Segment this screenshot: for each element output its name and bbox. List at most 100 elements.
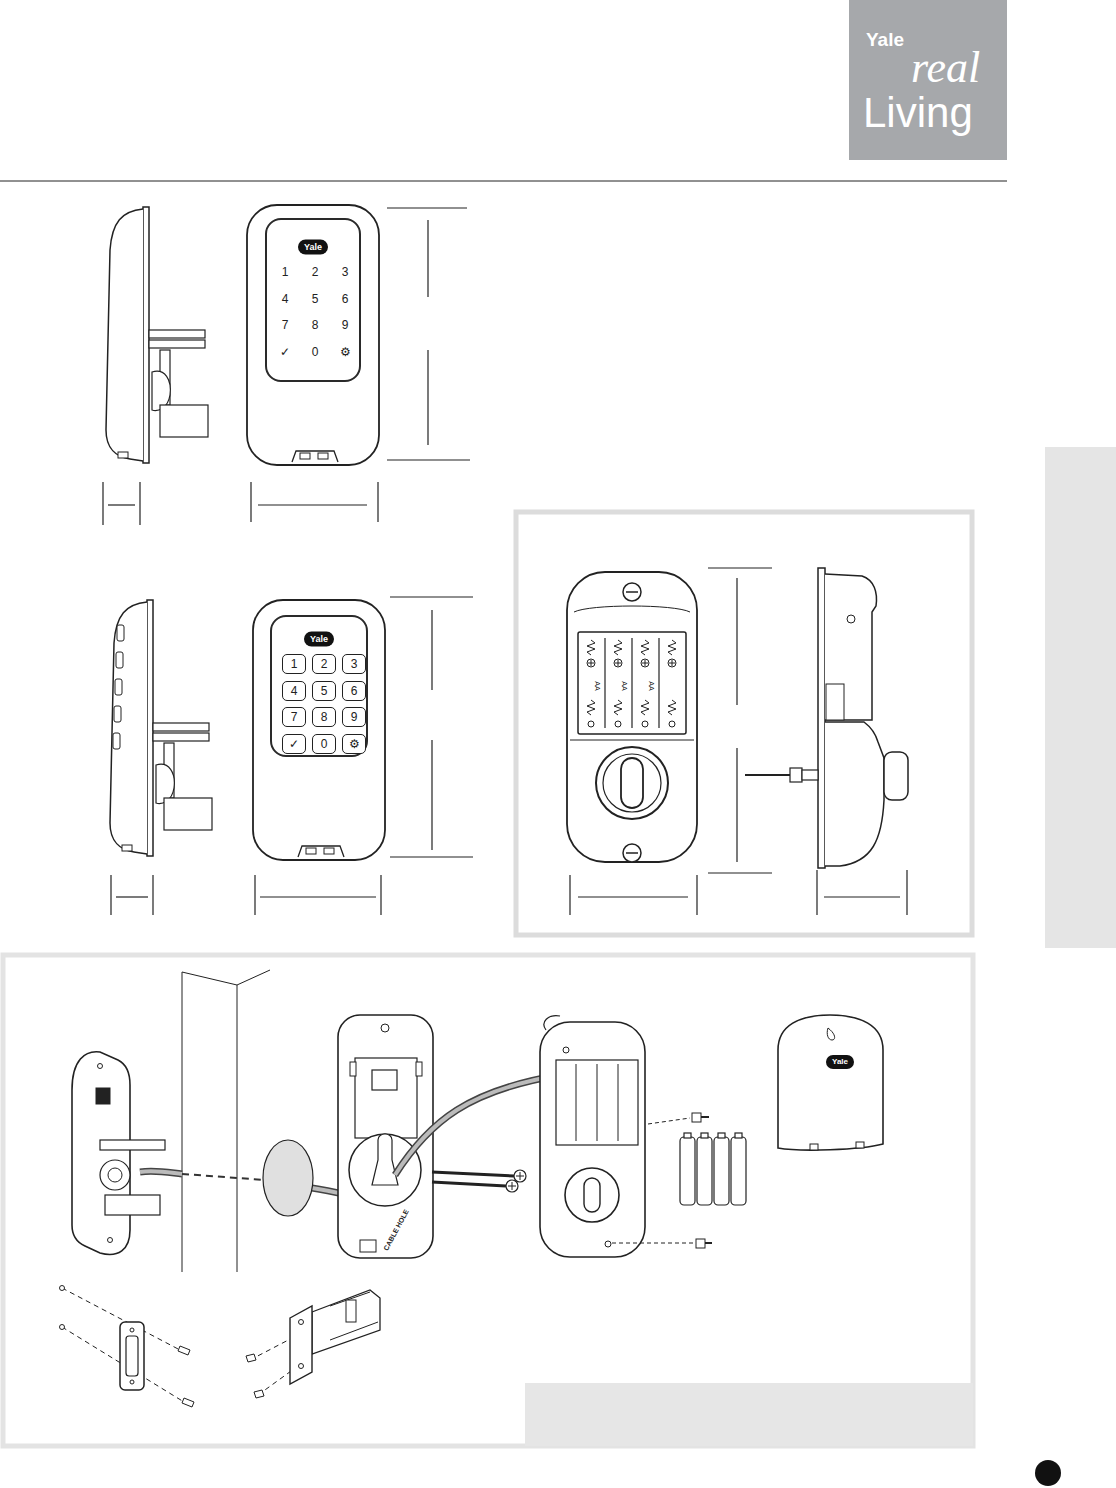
interior-panel-frame: [516, 512, 972, 935]
keypad-button: ✓: [282, 734, 306, 754]
touch-key-legend: 8: [312, 319, 319, 331]
dimension-lines: [258, 504, 367, 505]
interior-unit-back-view: [587, 640, 595, 655]
touchscreen-side-view: [106, 207, 208, 463]
pushbutton-front-view: [253, 600, 385, 860]
key-legend: 9: [351, 711, 358, 723]
keypad-button: 3: [342, 654, 366, 674]
key-legend: 3: [351, 658, 358, 670]
interior-unit: [556, 1060, 638, 1145]
interior-panel-frame: [516, 512, 972, 935]
interior-unit-side-view: [826, 684, 844, 720]
dimension-lines: [387, 459, 470, 460]
latch: [346, 1300, 356, 1322]
mounting-screws: [508, 1182, 516, 1190]
installation-panel-frame: [3, 955, 973, 1446]
installation-panel-frame: [525, 1383, 973, 1446]
dimension-lines: [390, 596, 473, 597]
dimension-lines: [108, 504, 135, 505]
cable: [395, 1075, 560, 1175]
exterior-keypad-back: [108, 1238, 113, 1243]
exterior-keypad-back: [100, 1140, 165, 1150]
side-tab: [1045, 447, 1116, 948]
key-legend: 1: [291, 658, 298, 670]
keypad-button: 7: [282, 707, 306, 727]
interior-unit-back-view: [669, 721, 675, 727]
key-legend: 0: [321, 738, 328, 750]
pushbutton-side-view: [113, 733, 120, 749]
interior-unit-back-view: [604, 638, 605, 728]
interior-unit-back-view: [603, 754, 661, 812]
mounting-screws: [432, 1170, 526, 1192]
interior-unit-back-view: [621, 758, 643, 808]
pushbutton-front-view: [253, 600, 385, 860]
interior-unit-back-view: [614, 700, 622, 715]
interior-unit-back-view: [668, 659, 676, 667]
interior-unit-back-view: [570, 740, 694, 741]
strike-plate: [120, 1322, 144, 1390]
interior-unit: [576, 1064, 577, 1141]
header-rule: [0, 181, 1007, 182]
touch-key-legend: 2: [312, 266, 319, 278]
dimension-lines: [816, 870, 817, 915]
strike-plate: [126, 1336, 138, 1376]
keypad-button: 0: [312, 734, 336, 754]
interior-unit-side-view: [745, 568, 908, 868]
exterior-keypad-back: [72, 1052, 130, 1255]
dimension-lines: [390, 856, 473, 857]
interior-unit: [618, 1064, 619, 1141]
touchscreen-side-view: [106, 207, 208, 463]
interior-unit: [565, 1168, 619, 1222]
strike-plate: [178, 1346, 190, 1355]
strike-plate: [60, 1325, 65, 1330]
interior-unit-side-view: [790, 768, 802, 782]
cover-screws: [612, 1243, 694, 1244]
pushbutton-side-view: [117, 625, 124, 641]
batteries: [735, 1133, 742, 1138]
dimension-lines: [708, 872, 772, 873]
key-legend: 7: [291, 711, 298, 723]
touch-key-legend: 6: [342, 293, 349, 305]
latch: [299, 1320, 304, 1325]
keypad-panel: Yale123456789✓0⚙: [270, 615, 368, 757]
interior-unit-back-view: [588, 721, 594, 727]
strike-plate: [130, 1328, 134, 1332]
dimension-lines: [380, 875, 381, 915]
interior-unit: [540, 1022, 645, 1257]
mounting-screws: [432, 1172, 514, 1176]
dimension-lines: [708, 567, 772, 568]
cover-screws: [612, 1113, 712, 1248]
brand-wordmark: Living: [863, 92, 973, 134]
interior-unit-side-view: [802, 770, 818, 780]
keypad-button: 5: [312, 681, 336, 701]
interior-unit-back-view: [641, 659, 649, 667]
interior-unit-back-view: [578, 632, 686, 734]
strike-plate: [60, 1286, 195, 1408]
mounting-plate: [350, 1062, 356, 1076]
keypad-button: 6: [342, 681, 366, 701]
dimension-lines: [254, 875, 255, 915]
dimension-lines: [578, 896, 688, 897]
door-edge: [182, 970, 270, 1272]
dimension-lines: [103, 208, 470, 525]
battery-size: AA: [621, 681, 628, 690]
touch-key-legend: 5: [312, 293, 319, 305]
batteries: [701, 1133, 708, 1138]
interior-unit-back-view: [587, 640, 676, 727]
mounting-plate: [355, 1058, 417, 1138]
header-rule: [0, 181, 1007, 182]
interior-unit-back-view: [668, 640, 676, 655]
interior-unit-back-view: [658, 638, 659, 728]
interior-unit-side-view: [825, 574, 876, 720]
dimension-lines: [260, 896, 376, 897]
key-legend: 4: [291, 685, 298, 697]
dimension-lines: [431, 610, 432, 690]
mounting-plate: [338, 1015, 433, 1258]
keypad-button: 4: [282, 681, 306, 701]
interior-unit-side-view: [818, 568, 825, 868]
pushbutton-side-view: [115, 679, 122, 695]
interior-unit-back-view: [574, 606, 690, 612]
mounting-plate: [338, 1015, 433, 1258]
